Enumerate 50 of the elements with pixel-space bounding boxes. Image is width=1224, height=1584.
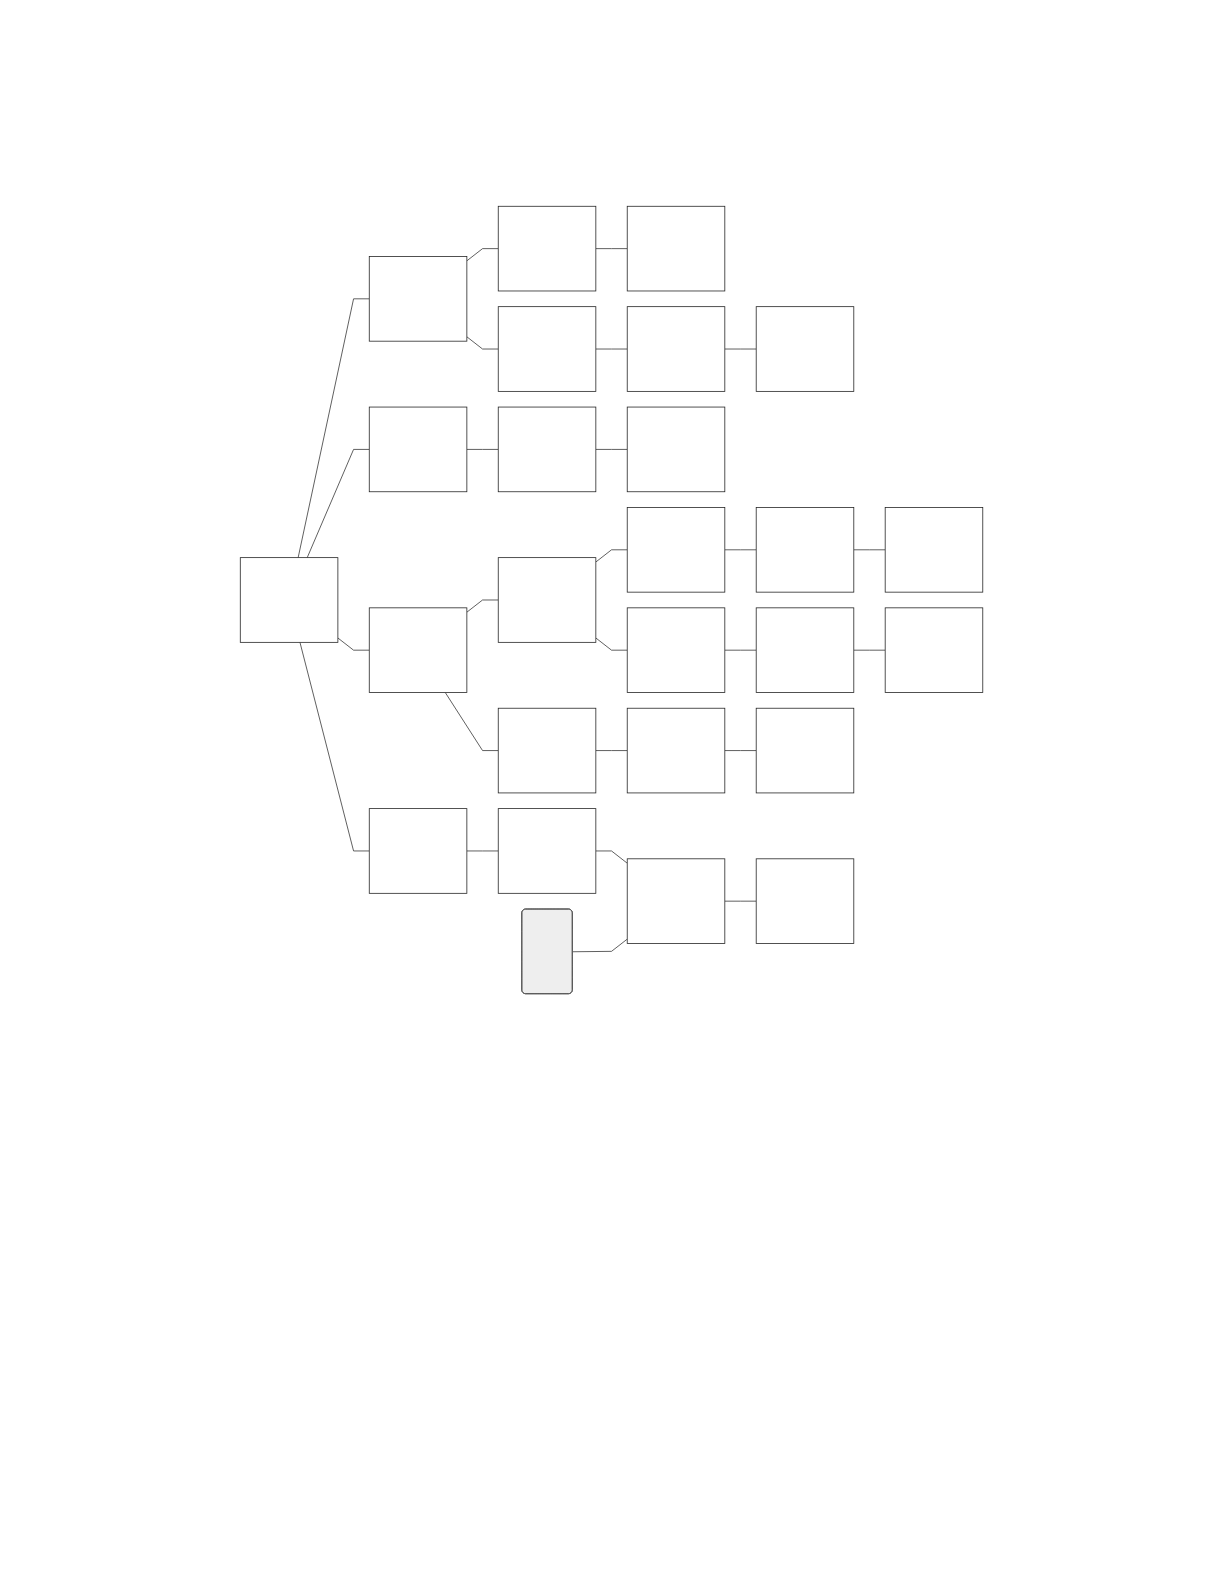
- node-box: [369, 808, 468, 894]
- node-box: [756, 858, 855, 944]
- node-box: [498, 808, 597, 894]
- node-box: [498, 707, 597, 794]
- connector: [466, 336, 500, 350]
- connector: [466, 850, 500, 852]
- connector: [466, 248, 500, 262]
- node-box: [756, 707, 855, 794]
- node-box: [240, 557, 339, 643]
- node-box: [627, 507, 726, 593]
- node-box: [498, 205, 597, 292]
- connector: [298, 298, 371, 559]
- node-box: [756, 607, 855, 693]
- connector: [724, 348, 758, 350]
- connector: [724, 750, 758, 751]
- node-box: [885, 607, 984, 693]
- node-box: [756, 306, 855, 392]
- connector: [572, 938, 629, 953]
- connector: [724, 900, 758, 902]
- node-box: [627, 205, 726, 292]
- connector: [595, 850, 629, 864]
- node-box: [498, 557, 597, 643]
- connector: [466, 599, 500, 613]
- connector: [595, 248, 629, 249]
- connector: [445, 692, 500, 751]
- connector: [337, 637, 371, 651]
- connector: [595, 637, 629, 651]
- connector: [724, 549, 758, 551]
- connector: [853, 549, 887, 551]
- node-box: [627, 707, 726, 794]
- node-box: [627, 607, 726, 693]
- node-box: [498, 306, 597, 392]
- node-box: [756, 507, 855, 593]
- node-box: [369, 406, 468, 493]
- node-box: [627, 858, 726, 944]
- connector: [595, 750, 629, 751]
- connector: [466, 449, 500, 450]
- node-box: [369, 256, 468, 342]
- connector: [853, 649, 887, 651]
- node-box: [885, 507, 984, 593]
- connector: [300, 641, 371, 852]
- connector: [595, 549, 629, 563]
- node-box: [627, 406, 726, 493]
- node-box: [627, 306, 726, 392]
- connector: [724, 649, 758, 651]
- node-box: [498, 406, 597, 493]
- connector: [307, 449, 371, 559]
- connector: [595, 449, 629, 450]
- connector: [595, 348, 629, 350]
- node-box: [369, 607, 468, 693]
